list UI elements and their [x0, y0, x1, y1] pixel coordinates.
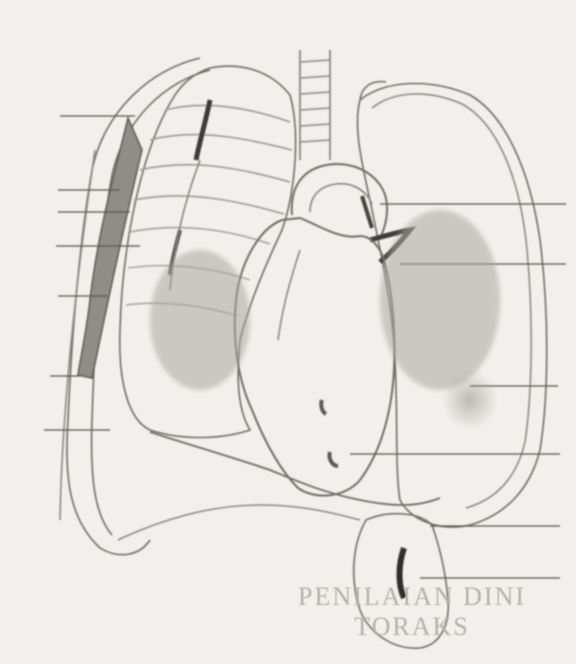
lung-fissure-dark — [196, 100, 210, 160]
chapter-heading-line: TORAKS — [262, 612, 562, 642]
trachea-ring — [300, 140, 330, 142]
lung-texture — [380, 210, 500, 390]
chapter-heading: PENILAIAN DINI TORAKS — [262, 582, 562, 642]
trachea-ring — [300, 92, 330, 94]
coronary-mark — [321, 400, 326, 414]
coronary-mark — [329, 452, 338, 466]
trachea-ring — [300, 124, 330, 126]
heart-inner-line — [278, 250, 300, 340]
trachea-ring — [300, 76, 330, 78]
rib-line — [134, 196, 284, 214]
chest-wall-flap — [78, 118, 142, 378]
rib-line — [150, 135, 292, 150]
trachea-ring — [300, 108, 330, 110]
trachea-ring — [300, 60, 330, 62]
lung-texture — [150, 250, 250, 390]
rib-line — [130, 228, 270, 244]
diaphragm-lower-line — [118, 505, 360, 540]
rib-line — [165, 106, 290, 122]
chapter-heading-line: PENILAIAN DINI — [262, 582, 562, 612]
rib-line — [140, 165, 290, 182]
